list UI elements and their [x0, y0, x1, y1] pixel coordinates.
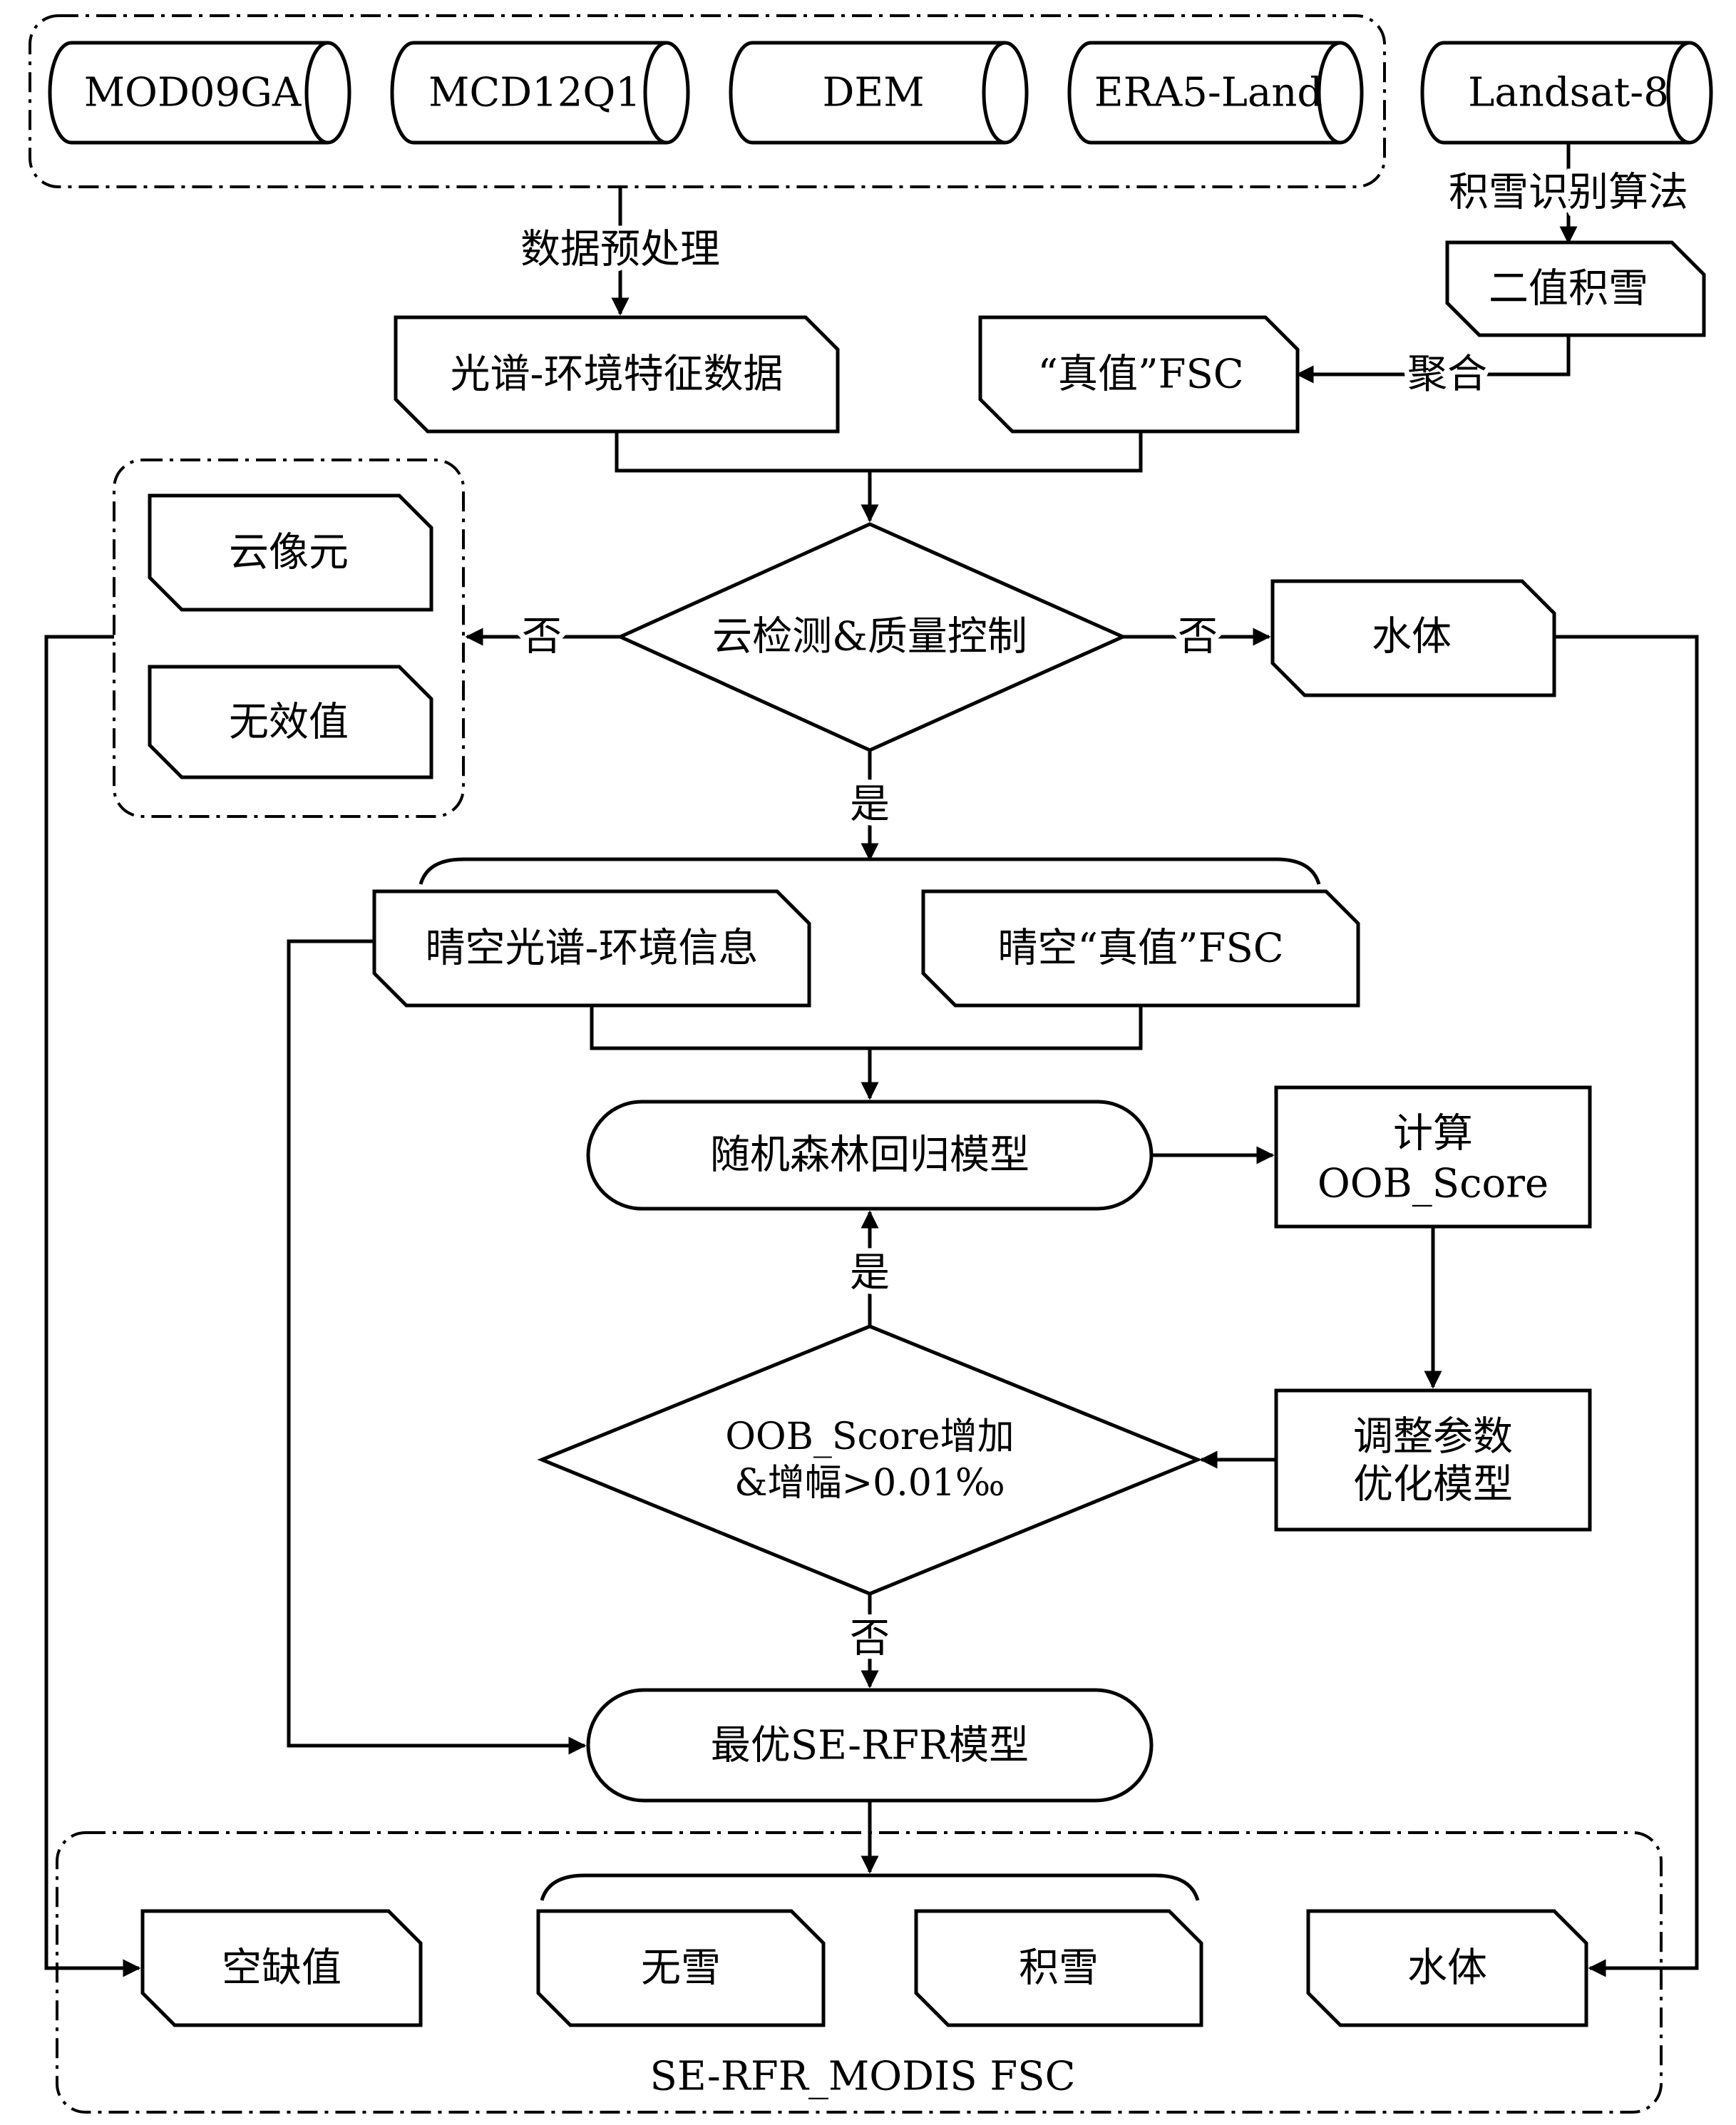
- no-left-label: 否: [522, 614, 562, 660]
- source-dem-label: DEM: [822, 70, 924, 116]
- output-product-label: SE-RFR_MODIS FSC: [650, 2054, 1076, 2100]
- condition-line1: OOB_Score增加: [725, 1415, 1014, 1458]
- true-fsc-node: “真值”FSC: [978, 315, 1300, 434]
- output-water-node: 水体: [1306, 1909, 1588, 2027]
- calc-line2: OOB_Score: [1318, 1161, 1548, 1207]
- output-snow-label: 积雪: [1019, 1945, 1099, 1992]
- output-snow-node: 积雪: [914, 1909, 1203, 2027]
- cloud-pixel-node: 云像元: [148, 493, 433, 612]
- binary-snow-node: 二值积雪: [1445, 240, 1706, 337]
- clear-true-fsc-label: 晴空“真值”FSC: [997, 926, 1283, 972]
- water-label: 水体: [1372, 614, 1452, 660]
- spectral-env-label: 光谱-环境特征数据: [451, 352, 784, 398]
- clear-brace: [418, 857, 1321, 885]
- excluded-to-gap-arrow: [44, 635, 141, 1977]
- adjust-node: 调整参数 优化模型: [1274, 1388, 1592, 1532]
- source-mod09ga: MOD09GA: [48, 41, 351, 145]
- binary-snow-label: 二值积雪: [1489, 266, 1648, 312]
- snow-algo-label: 积雪识别算法: [1449, 170, 1688, 216]
- output-no-snow-node: 无雪: [536, 1909, 826, 2027]
- clear-spectral-to-best-arrow: [287, 939, 587, 1755]
- water-node: 水体: [1270, 579, 1556, 697]
- condition-line2: &增幅>0.01‰: [734, 1462, 1005, 1505]
- aggregate-arrow: [1295, 335, 1571, 384]
- output-product-group: [56, 1831, 1663, 2114]
- calc-oob-node: 计算 OOB_Score: [1274, 1085, 1592, 1229]
- cloud-qc-label: 云检测&质量控制: [712, 614, 1027, 660]
- clear-true-fsc-node: 晴空“真值”FSC: [921, 889, 1360, 1008]
- adjust-line1: 调整参数: [1353, 1414, 1513, 1460]
- clear-spectral-node: 晴空光谱-环境信息: [372, 889, 811, 1008]
- invalid-label: 无效值: [229, 700, 349, 746]
- yes-label-2: 是: [850, 1250, 890, 1296]
- merge-bracket-mid: [590, 1005, 1143, 1050]
- output-gap-node: 空缺值: [140, 1909, 423, 2027]
- output-water-label: 水体: [1407, 1945, 1487, 1992]
- preprocess-label: 数据预处理: [520, 227, 720, 273]
- source-era5-label: ERA5-Land: [1094, 70, 1323, 116]
- rf-model-label: 随机森林回归模型: [710, 1132, 1029, 1179]
- calc-line1: 计算: [1393, 1111, 1473, 1157]
- source-mcd12q1-label: MCD12Q1: [428, 70, 641, 116]
- source-dem: DEM: [729, 41, 1029, 145]
- source-mcd12q1: MCD12Q1: [390, 41, 690, 145]
- source-landsat-8: Landsat-8: [1420, 41, 1713, 145]
- water-to-output-arrow: [1554, 635, 1699, 1977]
- source-mod09ga-label: MOD09GA: [84, 70, 302, 116]
- merge-bracket-top: [615, 431, 1143, 473]
- cloud-pixel-label: 云像元: [229, 530, 349, 576]
- aggregate-label: 聚合: [1407, 352, 1487, 398]
- output-no-snow-label: 无雪: [641, 1945, 721, 1992]
- rf-model-node: 随机森林回归模型: [586, 1100, 1154, 1211]
- cloud-qc-decision: 云检测&质量控制: [615, 522, 1128, 752]
- spectral-env-node: 光谱-环境特征数据: [394, 315, 840, 434]
- modis-sources-group: [29, 14, 1386, 188]
- oob-condition-decision: OOB_Score增加 &增幅>0.01‰: [537, 1324, 1203, 1596]
- true-fsc-label: “真值”FSC: [1037, 352, 1243, 398]
- output-gap-label: 空缺值: [222, 1945, 341, 1992]
- adjust-line2: 优化模型: [1353, 1462, 1513, 1508]
- no-label-2: 否: [850, 1616, 890, 1662]
- output-brace: [540, 1873, 1200, 1901]
- clear-spectral-label: 晴空光谱-环境信息: [426, 926, 759, 972]
- source-landsat-label: Landsat-8: [1468, 70, 1669, 116]
- best-model-label: 最优SE-RFR模型: [711, 1723, 1029, 1769]
- best-model-node: 最优SE-RFR模型: [586, 1688, 1154, 1803]
- source-era5-land: ERA5-Land: [1067, 41, 1364, 145]
- invalid-node: 无效值: [148, 665, 433, 779]
- no-right-label: 否: [1178, 614, 1218, 660]
- yes-label-1: 是: [850, 782, 890, 828]
